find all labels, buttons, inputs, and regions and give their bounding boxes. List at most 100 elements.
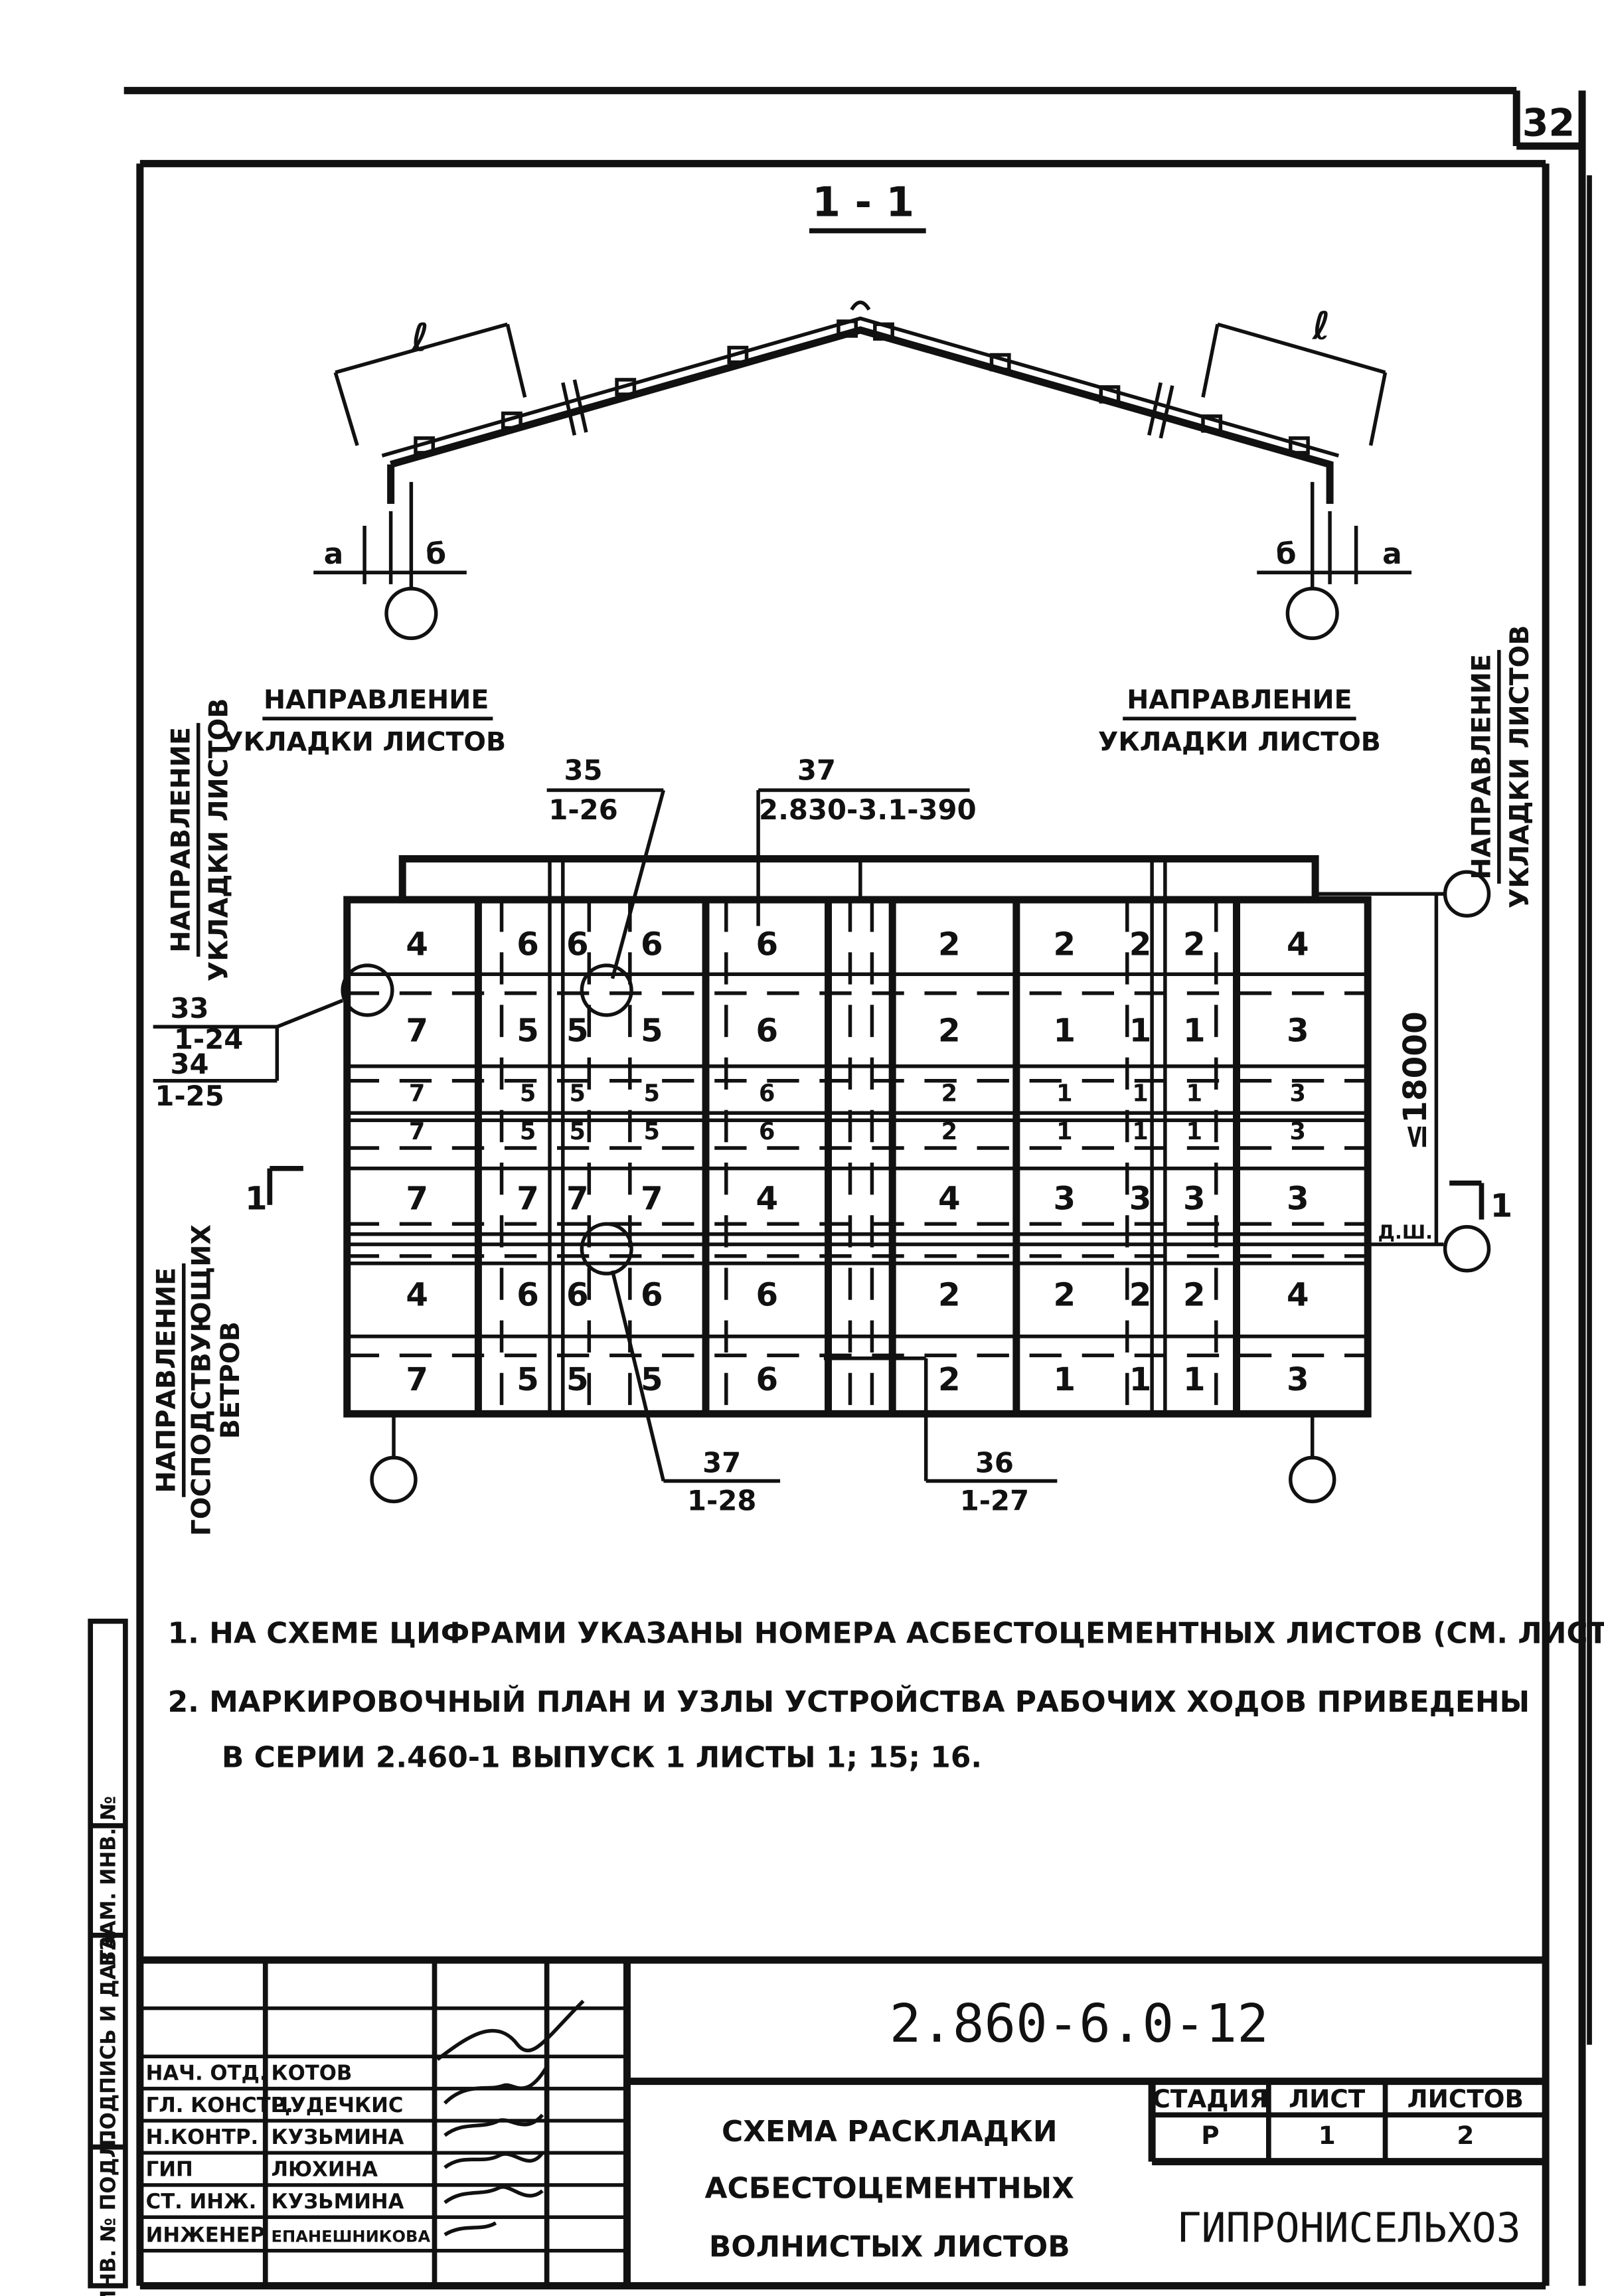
sheet-number-cell: 5 <box>517 1012 539 1049</box>
sheet-number-cell: 4 <box>406 1277 428 1314</box>
callout-36-bottom: 1-27 <box>960 1485 1029 1517</box>
callout-35-top: 35 <box>564 754 603 787</box>
drainage-label: Д.Ш. <box>1378 1220 1433 1243</box>
callout-37-top: 37 <box>797 754 836 787</box>
staff-role: Н.КОНТР. <box>146 2125 259 2149</box>
sheet-number-cell: 2 <box>1129 1277 1152 1314</box>
sheet-frame <box>123 86 1592 2290</box>
margin-replace-inv: ВЗАМ. ИНВ. № <box>97 1796 121 1967</box>
sheet-number-cell: 3 <box>1290 1118 1306 1145</box>
sheet-number-cell: 5 <box>570 1080 586 1107</box>
sheet-number-cell: 1 <box>1183 1012 1206 1049</box>
sheet-number-cell: 2 <box>1054 926 1076 963</box>
sheet-number-cell: 6 <box>566 926 589 963</box>
sheet-number-cell: 6 <box>641 1277 663 1314</box>
note-2: 2. МАРКИРОВОЧНЫЙ ПЛАН И УЗЛЫ УСТРОЙСТВА … <box>168 1684 1530 1719</box>
sheet-header: ЛИСТ <box>1289 2084 1366 2113</box>
sheet-number-cell: 2 <box>938 1361 961 1398</box>
dim-b-left: б <box>426 537 446 571</box>
sheet-number-cell: 1 <box>1054 1361 1076 1398</box>
plan-dimension: ≤18000 <box>1397 1011 1434 1150</box>
sheet-number-cell: 7 <box>406 1361 428 1398</box>
margin-sign-date: ПОДПИСЬ И ДАТА <box>97 1934 121 2147</box>
note-1: 1. НА СХЕМЕ ЦИФРАМИ УКАЗАНЫ НОМЕРА АСБЕС… <box>168 1617 1604 1651</box>
staff-name: КУЗЬМИНА <box>272 2190 404 2214</box>
document-code: 2.860-6.0-12 <box>890 1993 1269 2054</box>
stage-header: СТАДИЯ <box>1152 2084 1268 2113</box>
sheet-number-cell: 1 <box>1056 1118 1072 1145</box>
purlins-right <box>873 322 1310 455</box>
plan-outline <box>343 896 1372 1418</box>
wind-direction-1: НАПРАВЛЕНИЕ <box>151 1268 182 1493</box>
sheet-number-cell: 1 <box>1056 1080 1072 1107</box>
sheet-number-cell: 1 <box>1132 1118 1148 1145</box>
sheet-number-cell: 6 <box>759 1118 775 1145</box>
sheet-number-cell: 1 <box>1132 1080 1148 1107</box>
sheet-number-cell: 5 <box>641 1012 663 1049</box>
sheet-number-cell: 1 <box>1183 1361 1206 1398</box>
sheet-number-cell: 7 <box>406 1180 428 1217</box>
sheet-number-cell: 1 <box>1129 1361 1152 1398</box>
sheet-number-cell: 5 <box>566 1361 589 1398</box>
sheet-number-cell: 4 <box>938 1180 961 1217</box>
sheet-number-cell: 5 <box>520 1118 536 1145</box>
callout-35-bottom: 1-26 <box>548 793 617 826</box>
sheet-number-cell: 6 <box>566 1277 589 1314</box>
sheet-number-cell: 4 <box>1287 1277 1309 1314</box>
sheet-number-cell: 1 <box>1129 1012 1152 1049</box>
wind-direction-3: ВЕТРОВ <box>215 1321 246 1439</box>
plan-axis-bubble-bottom-right <box>1443 1225 1491 1273</box>
sheet-number-cell: 1 <box>1054 1012 1076 1049</box>
sheet-number-cell: 4 <box>756 1180 778 1217</box>
staff-role: ИНЖЕНЕР <box>146 2224 265 2248</box>
callout-34-bottom: 1-25 <box>155 1080 224 1112</box>
callout-37b-top: 37 <box>702 1446 741 1479</box>
laying-direction-top-right-1: НАПРАВЛЕНИЕ <box>1127 685 1352 715</box>
wind-direction: НАПРАВЛЕНИЕ ГОСПОДСТВУЮЩИХ ВЕТРОВ <box>151 1224 246 1536</box>
sheet-number-cell: 3 <box>1054 1180 1076 1217</box>
title-line-1: СХЕМА РАСКЛАДКИ <box>722 2115 1058 2149</box>
dim-a-left: a <box>324 537 344 571</box>
sheet-number-cell: 2 <box>1054 1277 1076 1314</box>
wind-direction-2: ГОСПОДСТВУЮЩИХ <box>186 1224 216 1536</box>
sheet-number-cell: 4 <box>406 926 428 963</box>
sheet-number-cell: 3 <box>1129 1180 1152 1217</box>
sheet-number-cell: 5 <box>566 1012 589 1049</box>
sheet-number-cell: 2 <box>938 1277 961 1314</box>
sheet-number-cell: 6 <box>759 1080 775 1107</box>
callout-36-top: 36 <box>975 1446 1014 1479</box>
plan-axis-bubble-left <box>370 1455 418 1504</box>
roof-section: ℓ ℓ a б б a <box>313 300 1412 641</box>
sheet-number-cell: 7 <box>406 1012 428 1049</box>
stage-value: Р <box>1201 2121 1219 2150</box>
axis-bubble-left <box>384 586 438 641</box>
staff-role: НАЧ. ОТД. <box>146 2061 268 2085</box>
dim-b-right: б <box>1276 537 1297 571</box>
sheet-number-cell: 7 <box>641 1180 663 1217</box>
sheet-number-cell: 6 <box>756 926 778 963</box>
sheet-number-cell: 3 <box>1290 1080 1306 1107</box>
sheet-number-cell: 2 <box>941 1080 957 1107</box>
sheet-number-cell: 7 <box>409 1118 425 1145</box>
title-block <box>139 1956 1546 2286</box>
detail-circle-37 <box>580 1222 633 1275</box>
sheet-number-cell: 5 <box>570 1118 586 1145</box>
laying-direction-top-left-1: НАПРАВЛЕНИЕ <box>264 685 489 715</box>
signatures <box>436 1999 585 2237</box>
sheet-number-cell: 5 <box>641 1361 663 1398</box>
sheet-number-cell: 2 <box>938 1012 961 1049</box>
sheet-number-cell: 4 <box>1287 926 1309 963</box>
sheet-number-cell: 2 <box>1183 926 1206 963</box>
staff-role: СТ. ИНЖ. <box>146 2190 257 2214</box>
staff-name: ЕПАНЕШНИКОВА <box>272 2228 431 2246</box>
detail-circle-33 <box>341 963 394 1017</box>
sheet-number-cell: 3 <box>1183 1180 1206 1217</box>
plan-axis-bubble-right <box>1289 1455 1336 1504</box>
staff-name: ЦУДЕЧКИС <box>272 2093 404 2117</box>
title-line-2: АСБЕСТОЦЕМЕНТНЫХ <box>705 2172 1075 2206</box>
laying-direction-top-right-2: УКЛАДКИ ЛИСТОВ <box>1098 727 1381 758</box>
laying-vertical-left-1: НАПРАВЛЕНИЕ <box>166 727 197 953</box>
